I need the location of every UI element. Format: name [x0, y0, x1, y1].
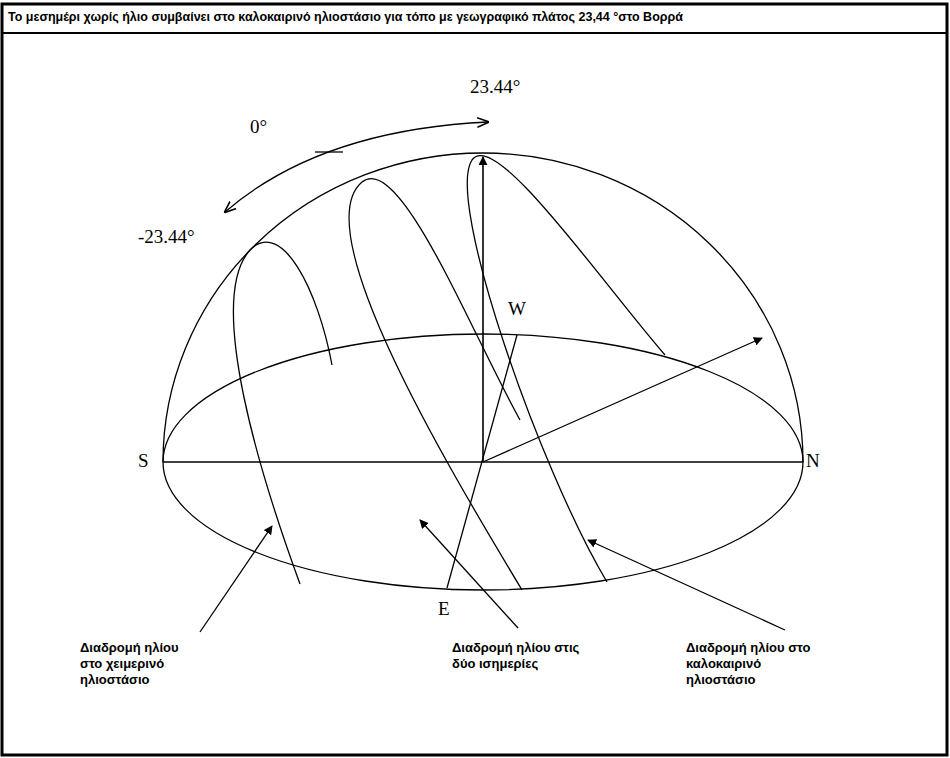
arc-tick — [315, 151, 343, 152]
direction-label: E — [438, 598, 450, 620]
outer-frame — [2, 4, 947, 755]
summer-path — [467, 156, 665, 582]
direction-label: S — [138, 450, 149, 472]
declination-label: 23.44° — [470, 76, 520, 98]
title-rule — [2, 32, 947, 34]
winter-path — [233, 242, 332, 584]
sky-dome — [163, 153, 803, 462]
north-axis-arrow — [483, 338, 762, 462]
equinox-path — [349, 179, 522, 590]
path-callout: Διαδρομή ηλίου στις δύο ισημερίες — [452, 640, 592, 672]
title: Το μεσημέρι χωρίς ήλιο συμβαίνει στο καλ… — [8, 10, 683, 24]
direction-label: N — [806, 450, 820, 472]
leader-arrow — [588, 540, 785, 630]
path-callout: Διαδρομή ηλίου στο καλοκαιρινό ηλιοστάσι… — [686, 640, 814, 688]
path-callout: Διαδρομή ηλίου στο χειμερινό ηλιοστάσιο — [80, 640, 202, 688]
leader-arrow — [200, 526, 272, 632]
east-west-line — [447, 335, 517, 588]
zenith-arrow — [482, 157, 484, 462]
leader-arrow — [420, 520, 518, 628]
direction-label: W — [508, 298, 526, 320]
declination-label: -23.44° — [138, 226, 195, 248]
declination-label: 0° — [250, 116, 267, 138]
